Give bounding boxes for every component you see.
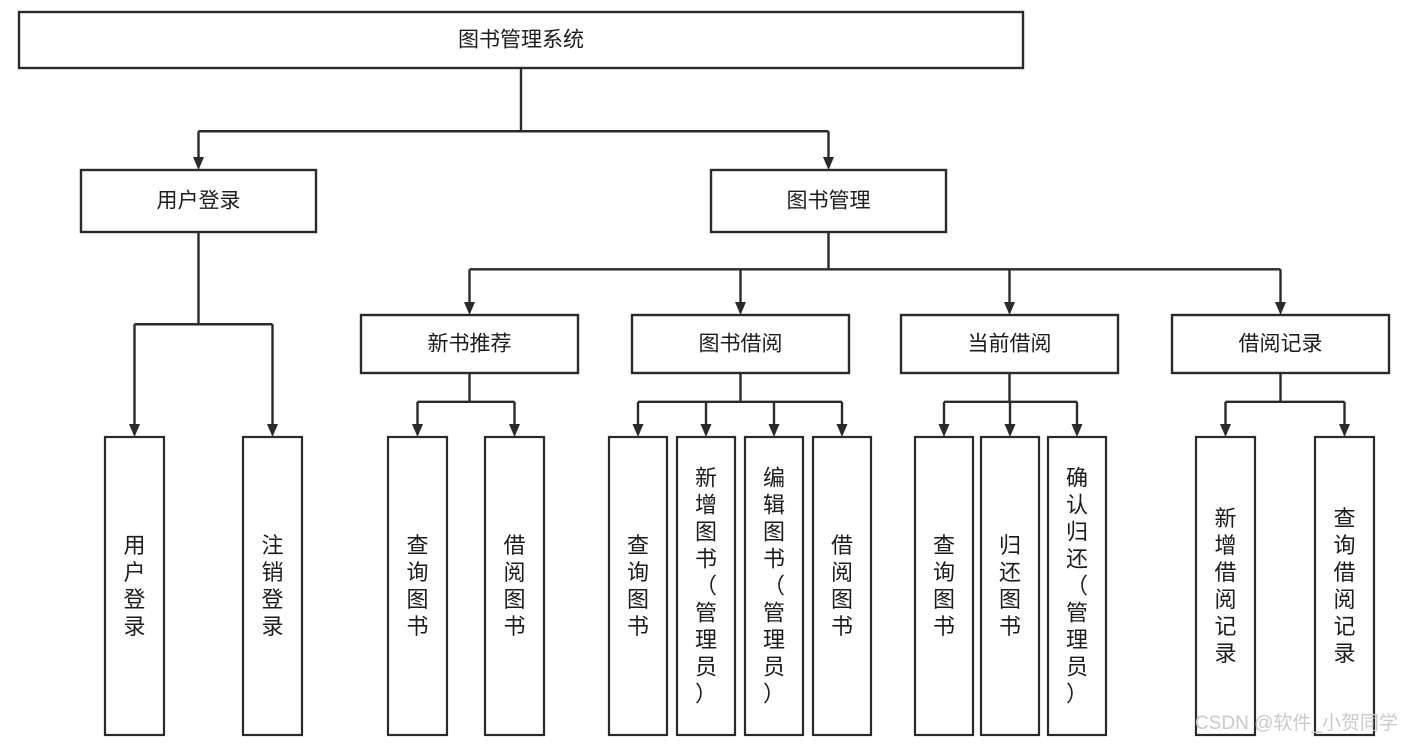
arrow-head-icon (1339, 424, 1350, 437)
edge-group-book-borrow (632, 373, 848, 437)
node-leaf-borrow-books-recommend-label: 借阅图书 (503, 533, 525, 639)
node-leaf-add-borrow-record-box (1194, 435, 1257, 737)
arrow-head-icon (632, 424, 644, 437)
edge-group-new-book-recommend (412, 373, 520, 437)
node-root-box (17, 10, 1025, 70)
node-leaf-borrow-book-label: 借阅图书 (831, 533, 853, 639)
node-book-management-box (709, 168, 948, 234)
node-leaf-query-books-current-label: 查询图书 (933, 533, 955, 639)
node-current-borrow-box (899, 313, 1120, 375)
node-leaf-query-books-recommend-label: 查询图书 (406, 533, 428, 639)
arrow-head-icon (129, 424, 140, 437)
node-book-borrow-box (630, 313, 851, 375)
arrow-head-icon (267, 424, 278, 437)
node-current-borrow-label: 当前借阅 (968, 333, 1052, 356)
node-leaf-add-book-admin-label: 新增图书（管理员） (695, 466, 717, 707)
node-leaf-query-books-recommend[interactable]: 查询图书 (386, 435, 449, 737)
node-leaf-borrow-books-recommend-box (483, 435, 546, 737)
node-leaf-query-books-borrow[interactable]: 查询图书 (607, 435, 669, 737)
node-leaf-borrow-book[interactable]: 借阅图书 (811, 435, 873, 737)
node-leaf-query-books-recommend-box (386, 435, 449, 737)
arrow-head-icon (464, 302, 475, 315)
edge-group-book-management (464, 232, 1286, 315)
arrow-head-icon (1071, 424, 1083, 437)
node-leaf-logout-label: 注销登录 (261, 533, 283, 639)
node-leaf-confirm-return-admin-box (1046, 435, 1108, 737)
node-leaf-logout-box (241, 435, 304, 737)
arrow-head-icon (1004, 302, 1015, 315)
node-leaf-return-book-box (979, 435, 1041, 737)
node-leaf-borrow-books-recommend[interactable]: 借阅图书 (483, 435, 546, 737)
node-user-login-box (79, 168, 318, 234)
edge-group-current-borrow (938, 373, 1083, 437)
node-leaf-confirm-return-admin-label: 确认归还（管理员） (1066, 466, 1088, 707)
node-user-login-label: 用户登录 (157, 190, 241, 213)
csdn-watermark: CSDN @软件_小贺同学 (1195, 712, 1398, 734)
node-leaf-logout[interactable]: 注销登录 (241, 435, 304, 737)
node-leaf-query-borrow-record-label: 查询借阅记录 (1333, 506, 1355, 666)
arrow-head-icon (735, 302, 746, 315)
edge-group-borrow-records (1220, 373, 1350, 437)
node-borrow-records[interactable]: 借阅记录 (1170, 313, 1391, 375)
node-new-book-recommend-box (359, 313, 580, 375)
node-leaf-return-book[interactable]: 归还图书 (979, 435, 1041, 737)
node-book-borrow[interactable]: 图书借阅 (630, 313, 851, 375)
arrow-head-icon (768, 424, 780, 437)
node-leaf-edit-book-admin-label: 编辑图书（管理员） (763, 466, 785, 707)
edge-group-root (193, 68, 834, 170)
node-leaf-user-login[interactable]: 用户登录 (103, 435, 166, 737)
node-leaf-add-book-admin[interactable]: 新增图书（管理员） (675, 435, 737, 737)
node-book-management[interactable]: 图书管理 (709, 168, 948, 234)
node-leaf-query-borrow-record-box (1313, 435, 1376, 737)
arrow-head-icon (1004, 424, 1016, 437)
node-leaf-query-books-borrow-box (607, 435, 669, 737)
node-current-borrow[interactable]: 当前借阅 (899, 313, 1120, 375)
node-leaf-borrow-book-box (811, 435, 873, 737)
arrow-head-icon (836, 424, 848, 437)
node-book-borrow-label: 图书借阅 (699, 333, 783, 356)
node-leaf-query-books-current-box (913, 435, 975, 737)
node-user-login[interactable]: 用户登录 (79, 168, 318, 234)
node-root-label: 图书管理系统 (458, 29, 584, 52)
arrow-head-icon (1220, 424, 1231, 437)
arrow-head-icon (700, 424, 712, 437)
edge-group-user-login (129, 232, 278, 437)
node-leaf-query-books-borrow-label: 查询图书 (627, 533, 649, 639)
arrow-head-icon (193, 157, 204, 170)
node-root[interactable]: 图书管理系统 (17, 10, 1025, 70)
nodes-layer: 图书管理系统用户登录图书管理新书推荐图书借阅当前借阅借阅记录用户登录注销登录查询… (17, 10, 1391, 737)
node-leaf-add-book-admin-box (675, 435, 737, 737)
arrow-head-icon (1275, 302, 1286, 315)
node-leaf-query-books-current[interactable]: 查询图书 (913, 435, 975, 737)
arrow-head-icon (509, 424, 520, 437)
node-leaf-add-borrow-record-label: 新增借阅记录 (1214, 506, 1236, 666)
node-leaf-add-borrow-record[interactable]: 新增借阅记录 (1194, 435, 1257, 737)
node-new-book-recommend-label: 新书推荐 (428, 333, 512, 356)
edges-layer (129, 68, 1350, 437)
node-leaf-query-borrow-record[interactable]: 查询借阅记录 (1313, 435, 1376, 737)
node-leaf-edit-book-admin[interactable]: 编辑图书（管理员） (743, 435, 805, 737)
node-leaf-edit-book-admin-box (743, 435, 805, 737)
node-new-book-recommend[interactable]: 新书推荐 (359, 313, 580, 375)
arrow-head-icon (412, 424, 423, 437)
node-borrow-records-box (1170, 313, 1391, 375)
node-leaf-return-book-label: 归还图书 (999, 533, 1021, 639)
node-leaf-user-login-label: 用户登录 (123, 533, 145, 639)
node-leaf-user-login-box (103, 435, 166, 737)
node-book-management-label: 图书管理 (787, 190, 871, 213)
node-borrow-records-label: 借阅记录 (1239, 333, 1323, 356)
arrow-head-icon (823, 157, 834, 170)
node-leaf-confirm-return-admin[interactable]: 确认归还（管理员） (1046, 435, 1108, 737)
arrow-head-icon (938, 424, 950, 437)
